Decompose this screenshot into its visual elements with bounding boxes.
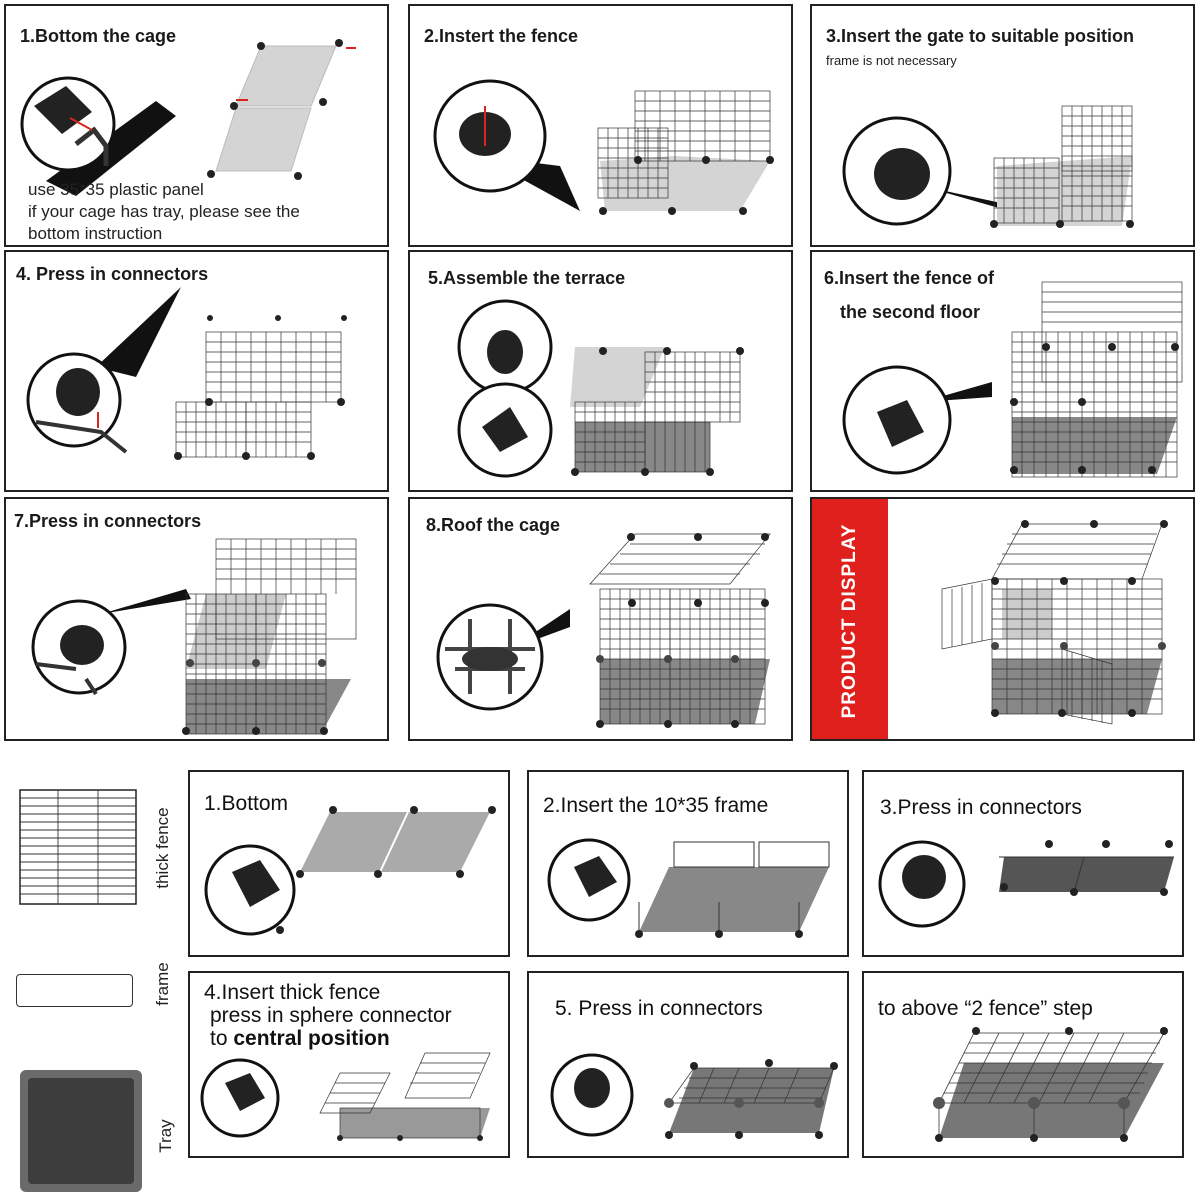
step-4-panel: 4. Press in connectors [4,250,389,492]
tray-step-4-line-3: to central position [210,1027,390,1051]
step-1-illustration [20,39,356,196]
step-5-illustration [457,299,744,478]
second-floor-grid [1011,281,1183,478]
step-3-subtitle: frame is not necessary [826,53,957,68]
tray-step-4-line-3-bold: central position [233,1027,390,1050]
thick-fence-part [19,789,137,905]
tray-step-4-line-1: 4.Insert thick fence [204,981,381,1004]
frame-part [16,974,133,1007]
step-4-title: 4. Press in connectors [16,264,209,284]
tray-step-4-line-2: press in sphere connector [210,1004,452,1027]
step-6-title-line-1: 6.Insert the fence of [824,268,995,288]
tray-step-2-panel: 2.Insert the 10*35 frame [527,770,849,957]
tray-step-5-title: 5. Press in connectors [555,997,763,1020]
step-6-panel: 6.Insert the fence of the second floor [810,250,1195,492]
frame-label: frame [153,962,172,1006]
step-7-title: 7.Press in connectors [14,511,202,531]
product-display-illustration [941,520,1168,725]
tray-step-3-title: 3.Press in connectors [880,796,1082,819]
step-1-panel: 1.Bottom the cage use 35*35 plastic pane… [4,4,389,247]
tray-step-6-title: to above “2 fence” step [878,997,1093,1020]
step-4-illustration [26,287,347,460]
step-3-illustration [842,105,1134,228]
tray-step-2-illustration [547,838,830,938]
tray-step-4-illustration [200,1052,491,1141]
step-1-note-1: use 35*35 plastic panel [28,180,204,199]
step-8-panel: 8.Roof the cage [408,497,793,741]
thick-fence-label: thick fence [153,807,172,889]
tray-step-6-panel: to above “2 fence” step [862,971,1184,1158]
step-5-panel: 5.Assemble the terrace [408,250,793,492]
step-2-title: 2.Instert the fence [424,26,579,46]
fence-grid [175,331,342,458]
step-3-panel: 3.Insert the gate to suitable position f… [810,4,1195,247]
step-1-title: 1.Bottom the cage [20,26,177,46]
tray-step-5-illustration [550,1053,838,1139]
tray-step-4-line-3-prefix: to [210,1027,234,1050]
tray-part [20,1070,142,1192]
tray-step-3-illustration [878,840,1174,928]
tray-step-3-panel: 3.Press in connectors [862,770,1184,957]
product-display-banner: PRODUCT DISPLAY [812,499,888,739]
step-1-note-2: if your cage has tray, please see the [28,202,300,221]
step-1-note-3: bottom instruction [28,224,163,243]
step-3-title: 3.Insert the gate to suitable position [826,26,1135,46]
tray-step-1-panel: 1.Bottom [188,770,510,957]
step-5-title: 5.Assemble the terrace [428,268,626,288]
tray-step-1-illustration [204,806,496,936]
step-2-illustration [433,79,774,215]
tray-step-4-panel: 4.Insert thick fence press in sphere con… [188,971,510,1158]
step-6-illustration [842,281,1183,478]
step-2-panel: 2.Instert the fence [408,4,793,247]
step-8-title: 8.Roof the cage [426,515,561,535]
tray-label: Tray [156,1119,175,1153]
step-6-title-line-2: the second floor [840,302,981,322]
gate-grid [993,105,1133,224]
product-display-panel: PRODUCT DISPLAY [810,497,1195,741]
fence-grid [597,90,771,199]
tray-step-5-panel: 5. Press in connectors [527,971,849,1158]
terrace-grid [574,351,741,473]
step-7-illustration [31,538,357,735]
step-7-panel: 7.Press in connectors [4,497,389,741]
tray-step-2-title: 2.Insert the 10*35 frame [543,794,769,817]
step-8-illustration [436,533,771,728]
tray-step-6-illustration [933,1027,1168,1142]
tray-step-1-title: 1.Bottom [204,792,289,815]
